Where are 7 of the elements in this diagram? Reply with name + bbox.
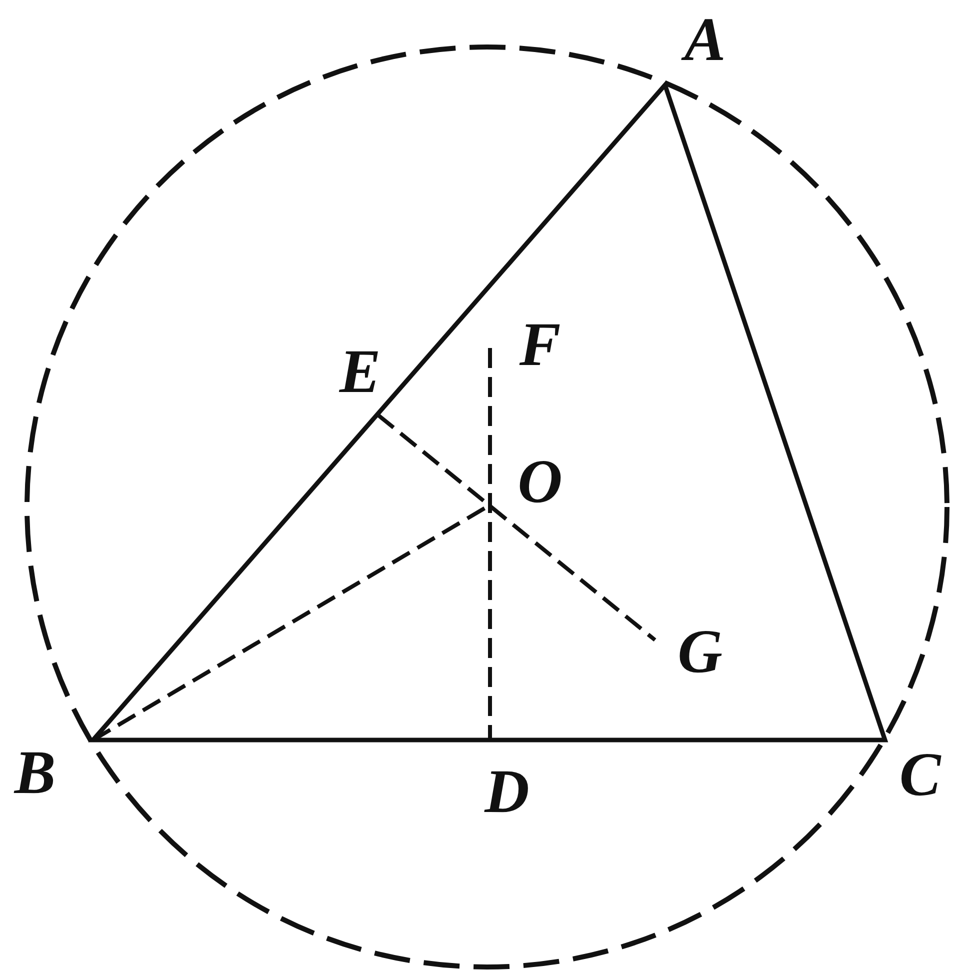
point-label: B [14, 742, 56, 804]
point-label: G [678, 621, 722, 683]
point-label: C [899, 744, 941, 806]
point-label: E [339, 341, 381, 403]
point-label: O [518, 451, 562, 513]
point-label: F [519, 314, 561, 376]
point-label: D [484, 761, 530, 823]
